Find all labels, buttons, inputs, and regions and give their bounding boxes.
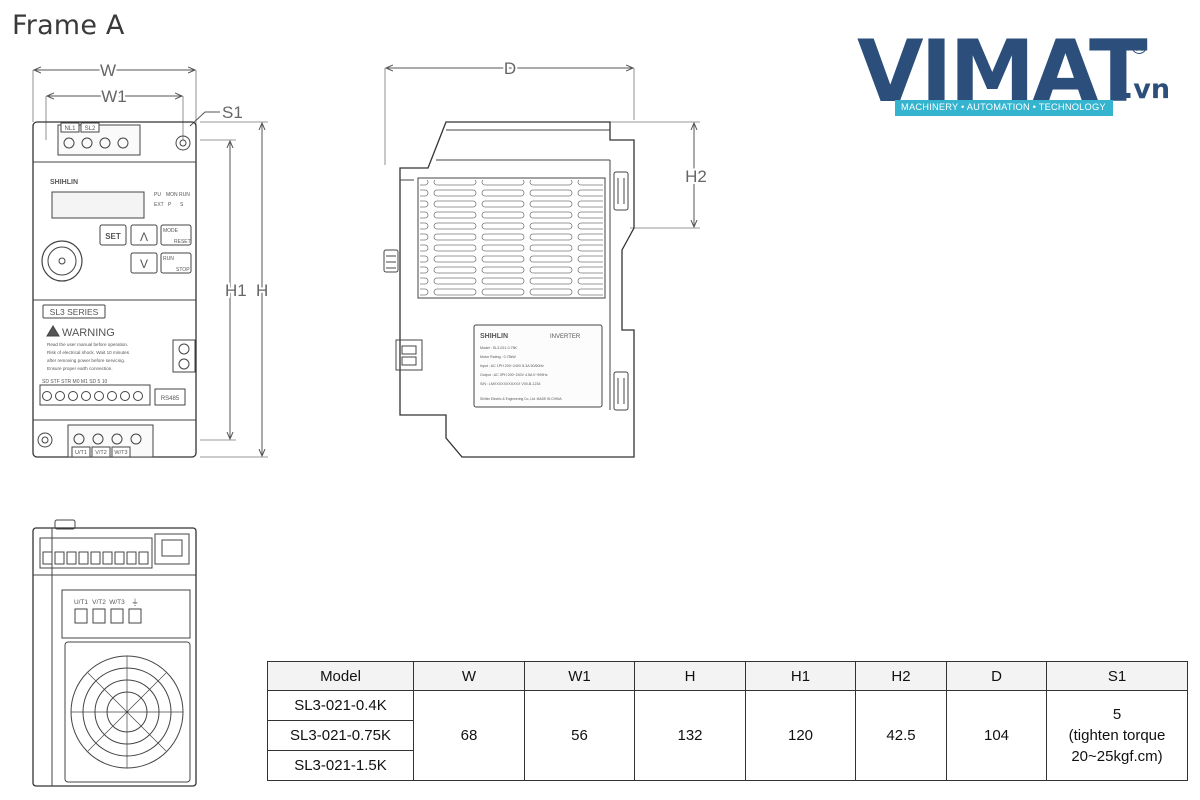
brand-label: SHIHLIN [50,179,78,186]
dim-w1-label: W1 [101,87,127,106]
dim-w-label: W [100,61,116,80]
bottom-view-terminal-1: U/T1 [74,599,88,606]
led-pu: PU [154,192,161,198]
stop-key-label: STOP [176,267,190,273]
nameplate-brand: SHIHLIN [480,333,508,340]
nameplate-line-6: Shihlin Electric & Engineering Co.,Ltd. … [480,397,562,401]
nameplate-line-3: Input : AC 1PH 200~240V 8.3A 50/60Hz [480,364,544,368]
value-h1: 120 [745,690,856,781]
bottom-terminal-label-1: U/T1 [75,450,87,456]
run-key-label: RUN [163,256,174,262]
warning-line-4: Ensure proper earth connection. [47,366,113,371]
table-header-row: Model W W1 H H1 H2 D S1 [267,661,1188,691]
header-s1: S1 [1046,661,1188,691]
value-h: 132 [634,690,746,781]
vimat-logo: VIMAT ® .vn MACHINERY • AUTOMATION • TEC… [855,22,1170,125]
led-ext: EXT [154,202,164,208]
dim-d-label: D [504,59,516,78]
page-title: Frame A [12,10,125,41]
nameplate-line-4: Output : AC 3PH 200~240V 4.5A 0~599Hz [480,373,548,377]
nameplate-line-5: S/N : LMXXXXXXXXXXX V00-B-1234 [480,382,541,386]
value-w: 68 [413,690,525,781]
table-row: SL3-021-1.5K [267,750,1188,781]
led-p: P [168,202,172,208]
logo-registered-mark: ® [1131,34,1148,59]
bottom-view-terminal-2: V/T2 [92,599,106,606]
top-terminal-label-1: NL1 [64,126,76,132]
model-cell: SL3-021-0.75K [267,720,414,751]
table-row: SL3-021-0.75K [267,720,1188,751]
logo-tagline-bar [895,100,1113,116]
bottom-view-labels: U/T1 V/T2 W/T3 ⏚ [74,598,139,607]
logo-tagline: MACHINERY • AUTOMATION • TECHNOLOGY [901,102,1106,112]
warning-title: WARNING [62,327,115,339]
front-view [32,70,268,458]
nameplate-inverter: INVERTER [550,334,581,340]
header-h: H [634,661,746,691]
led-mon: MON [166,192,178,198]
series-label: SL3 SERIES [50,307,99,317]
front-view-labels: W W1 S1 H1 H NL1 SL2 SHIHLIN PU MON RUN … [42,59,270,456]
up-key-label: Λ [140,230,148,244]
rs485-label: RS485 [161,396,180,402]
model-cell: SL3-021-0.4K [267,690,414,721]
bottom-terminal-label-2: V/T2 [95,450,107,456]
s1-value: 5 [1112,706,1122,723]
value-w1: 56 [524,690,635,781]
bottom-view [32,519,197,787]
dimensions-table: Model W W1 H H1 H2 D S1 SL3-021-0.4K 68 … [267,661,1188,781]
down-key-label: V [140,257,148,271]
bottom-view-terminal-ground: ⏚ [131,598,139,607]
header-h2: H2 [855,661,947,691]
side-view [383,68,700,458]
header-h1: H1 [745,661,856,691]
value-s1: 5 (tighten torque 20~25kgf.cm) [1046,690,1188,781]
led-s: S [180,202,184,208]
bottom-terminal-label-3: W/T3 [114,450,127,456]
header-d: D [946,661,1047,691]
reset-key-label: RESET [174,239,191,245]
bottom-view-terminal-3: W/T3 [109,599,125,606]
warning-line-1: Read the user manual before operation. [47,342,128,347]
mode-key-label: MODE [163,228,179,234]
io-terminal-label: SD STF STR M0 M1 SD 5 10 [42,379,108,385]
header-model: Model [267,661,414,691]
header-w: W [413,661,525,691]
table-row: SL3-021-0.4K 68 56 132 120 42.5 104 5 (t… [267,690,1188,781]
value-h2: 42.5 [855,690,947,781]
set-key-label: SET [105,232,121,241]
warning-line-2: Risk of electrical shock. Wait 10 minute… [47,350,130,355]
dim-h2-label: H2 [685,167,707,186]
side-view-labels: D H2 SHIHLIN INVERTER Model : SL3-021-0.… [480,57,709,401]
header-w1: W1 [524,661,635,691]
top-terminal-label-2: SL2 [85,126,96,132]
s1-note-2: 20~25kgf.cm) [1071,748,1163,765]
dim-s1-label: S1 [222,103,243,122]
dim-h1-label: H1 [225,281,247,300]
dim-h-label: H [256,281,268,300]
warning-line-3: after removing power before servicing. [47,358,125,363]
model-cell: SL3-021-1.5K [267,750,414,781]
nameplate-line-1: Model : SL3-021-0.75K [480,346,518,350]
nameplate-line-2: Motor Rating : 0.75kW [480,355,516,359]
led-run: RUN [179,192,190,198]
s1-note-1: (tighten torque [1068,727,1166,744]
value-d: 104 [946,690,1047,781]
logo-domain: .vn [1123,74,1171,105]
